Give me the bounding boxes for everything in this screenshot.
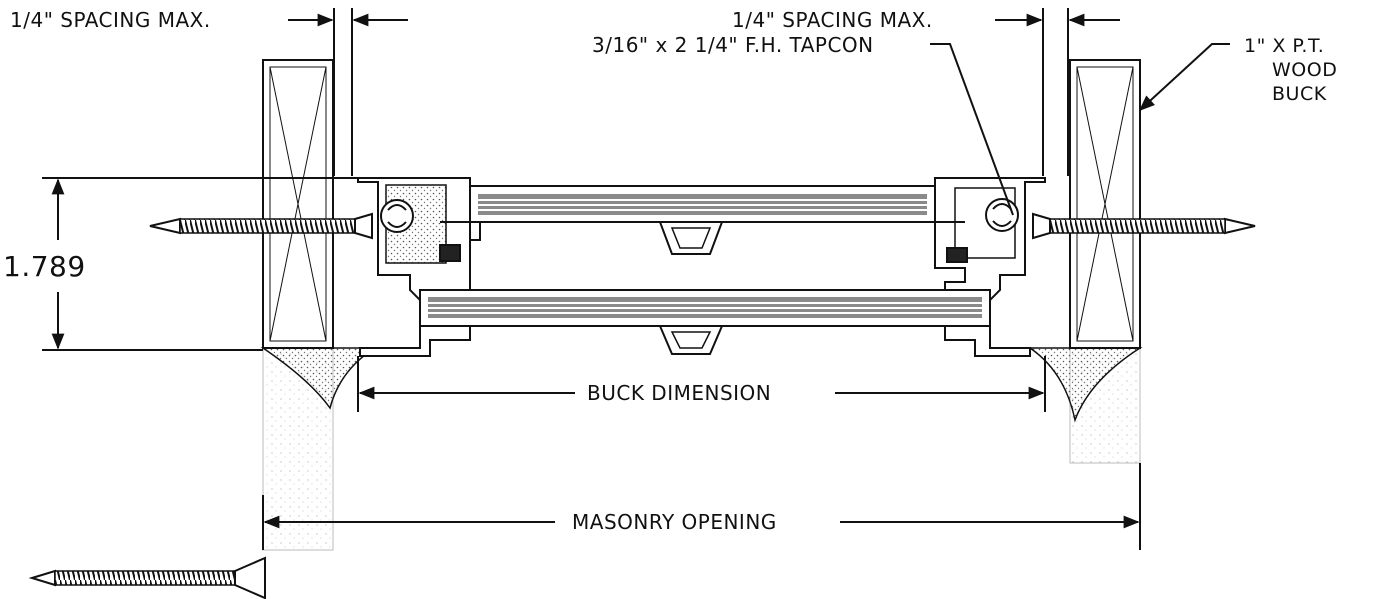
tapcon-leader — [930, 43, 1014, 216]
tapcon-label: 3/16" x 2 1/4" F.H. TAPCON — [592, 33, 874, 57]
spacing-left-dim — [288, 8, 408, 176]
masonry-opening-label: MASONRY OPENING — [572, 510, 777, 534]
frame-right — [934, 177, 1046, 357]
buck-leader — [1138, 43, 1230, 112]
screw-left — [149, 212, 373, 240]
buck-label-line1: 1" X P.T. — [1244, 35, 1324, 57]
masonry-dim — [262, 463, 1141, 550]
sealant-right — [1027, 347, 1143, 423]
frame-left — [357, 177, 481, 357]
height-dim — [42, 177, 358, 351]
wood-buck-right — [1069, 59, 1141, 349]
spacing-right-label: 1/4" SPACING MAX. — [732, 8, 933, 32]
screw-right — [1032, 212, 1256, 240]
screw-detail — [28, 556, 266, 599]
sealant-left — [260, 347, 378, 410]
wood-buck-left — [262, 59, 334, 349]
spacing-right-dim — [995, 8, 1120, 176]
glass-lower — [419, 289, 991, 355]
spacing-left-label: 1/4" SPACING MAX. — [10, 8, 211, 32]
glass-upper — [440, 185, 965, 255]
buck-label-line2: WOOD — [1272, 59, 1337, 81]
height-dim-label: 1.789 — [3, 250, 86, 283]
buck-dim — [357, 356, 1046, 412]
buck-dimension-label: BUCK DIMENSION — [587, 381, 771, 405]
buck-label-line3: BUCK — [1272, 83, 1327, 105]
